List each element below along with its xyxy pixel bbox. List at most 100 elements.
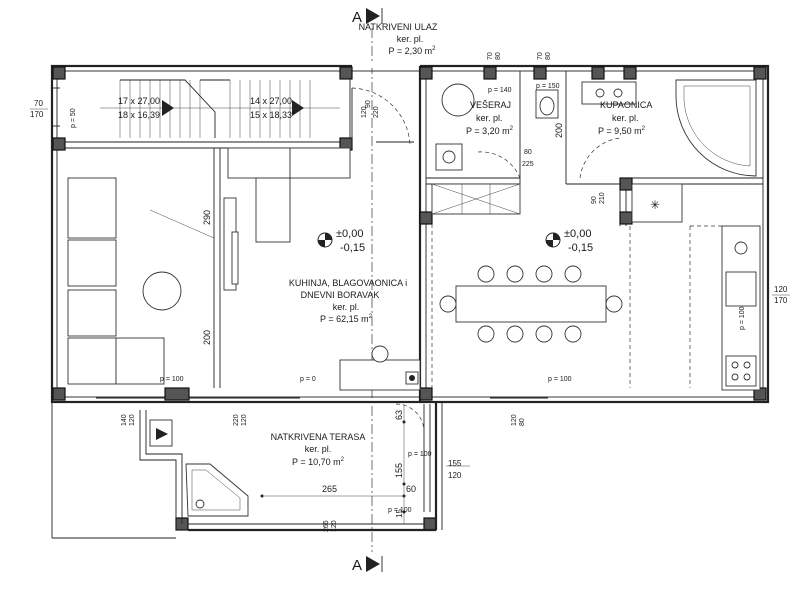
room-living-area-sup: 2 <box>369 314 373 320</box>
top-win1-top: 70 <box>487 52 494 60</box>
bottom-win1-top: 140 <box>121 414 128 426</box>
structural-columns <box>52 66 767 531</box>
terrace-dim-155: 155 <box>394 463 404 478</box>
room-entrance-name: NATKRIVENI ULAZ <box>359 22 438 32</box>
stair-flight1-line1: 17 x 27,00 <box>118 96 160 106</box>
room-laundry-floor: ker. pl. <box>476 113 503 123</box>
top-window-dims: 70 80 70 80 <box>487 52 552 60</box>
svg-text:P = 62,15 m2: P = 62,15 m2 <box>320 314 373 324</box>
dim-290: 290 <box>202 210 212 225</box>
coffee-table <box>142 271 182 311</box>
room-living-area: P = 62,15 m <box>320 314 369 324</box>
room-living-name1: KUHINJA, BLAGOVAONICA i <box>289 278 407 288</box>
terrace <box>51 402 470 539</box>
parapet-p140: p = 140 <box>488 87 512 94</box>
entrance-dim-220: 220 <box>373 106 380 118</box>
entrance-dim-90: 90 <box>365 100 372 108</box>
room-laundry-area-sup: 2 <box>510 126 514 132</box>
room-terrace-area-sup: 2 <box>341 457 345 463</box>
room-entrance-floor: ker. pl. <box>397 34 424 44</box>
fridge-unit <box>631 183 683 223</box>
bottom-win3-top: 120 <box>511 414 518 426</box>
room-living-floor: ker. pl. <box>333 302 360 312</box>
guide-lines <box>431 224 722 388</box>
parapet-p150: p = 150 <box>536 83 560 90</box>
bath-dim-90: 90 <box>591 196 598 204</box>
right-window-dim-bottom: 170 <box>774 296 788 305</box>
room-living: KUHINJA, BLAGOVAONICA i DNEVNI BORAVAK k… <box>289 278 407 324</box>
top-win1-bottom: 80 <box>495 52 502 60</box>
outer-walls <box>50 64 770 404</box>
room-bath-name: KUPAONICA <box>600 100 652 110</box>
terrace-right-dim-top: 155 <box>448 459 462 468</box>
room-laundry-name: VEŠERAJ <box>470 100 511 110</box>
stair-flight2-line2: 15 x 18,33 <box>250 110 292 120</box>
section-arrow-top <box>366 8 380 24</box>
svg-text:P = 3,20 m2: P = 3,20 m2 <box>466 126 514 136</box>
kitchen: ✳ 120 170 p = 100 <box>631 183 790 391</box>
level-dining-bottom: -0,15 <box>568 242 593 254</box>
room-bath-area-sup: 2 <box>642 126 646 132</box>
washing-machine <box>435 143 463 171</box>
cooktop <box>725 355 757 387</box>
terrace-dim-60: 60 <box>406 484 416 494</box>
section-arrow-bottom <box>366 556 380 572</box>
sofa <box>67 177 165 385</box>
room-entrance: NATKRIVENI ULAZ ker. pl. P = 2,30 m2 <box>359 22 438 56</box>
bottom-win2-bottom: 120 <box>241 414 248 426</box>
bottom-win1-bottom: 120 <box>129 414 136 426</box>
parapet-p100-dining: p = 100 <box>548 376 572 383</box>
bottom-win2-top: 220 <box>233 414 240 426</box>
boiler <box>441 83 475 117</box>
parapet-p100-living: p = 100 <box>160 376 184 383</box>
kitchen-sink <box>725 271 757 307</box>
laundry-dim-225: 225 <box>522 161 534 168</box>
room-living-name2: DNEVNI BORAVAK <box>301 290 380 300</box>
stair-flight1-line2: 18 x 16,39 <box>118 110 160 120</box>
left-window-dim-bottom: 170 <box>30 110 44 119</box>
bottom-windows: 140 120 220 120 120 80 <box>96 397 548 426</box>
level-marker-living: ±0,00 -0,15 <box>317 228 365 254</box>
stair-flight2-line1: 14 x 27,00 <box>250 96 292 106</box>
parapet-p100-terrace2: p = 100 <box>388 507 412 514</box>
entrance-door: 90 220 120 <box>351 87 414 148</box>
dining-table <box>439 265 623 343</box>
bath-dim-210: 210 <box>599 192 606 204</box>
desk <box>339 345 421 391</box>
terrace-right-dim-bottom: 120 <box>448 471 462 480</box>
section-marker-bottom: A <box>352 556 383 574</box>
tv-sightline <box>149 209 215 239</box>
room-bath-floor: ker. pl. <box>612 113 639 123</box>
section-label-bottom: A <box>352 557 362 574</box>
level-living-top: ±0,00 <box>336 228 363 240</box>
terrace-bottom-dim-top: 265 <box>323 520 330 532</box>
section-marker-top: A <box>352 8 383 26</box>
parapet-p0: p = 0 <box>300 376 316 383</box>
staircase: 17 x 27,00 18 x 16,39 14 x 27,00 15 x 18… <box>100 79 340 388</box>
laundry-dim-200: 200 <box>554 123 564 138</box>
parapet-p100-terrace1: p = 100 <box>408 451 432 458</box>
laundry-room: VEŠERAJ ker. pl. P = 3,20 m2 80 225 200 … <box>431 83 564 215</box>
terrace-bottom-dim-bottom: 120 <box>331 520 338 532</box>
level-dining-top: ±0,00 <box>564 228 591 240</box>
room-terrace: NATKRIVENA TERASA ker. pl. P = 10,70 m2 <box>271 432 366 467</box>
terrace-dim-265: 265 <box>322 484 337 494</box>
room-laundry-area: P = 3,20 m <box>466 126 510 136</box>
dim-200-kitchen: 200 <box>202 330 212 345</box>
kitchen-island <box>223 147 351 291</box>
left-window-dim-top: 70 <box>34 99 43 108</box>
room-terrace-area: P = 10,70 m <box>292 457 341 467</box>
level-marker-dining: ±0,00 -0,15 <box>545 228 593 254</box>
entrance-dim-120: 120 <box>361 106 368 118</box>
room-entrance-area-sup: 2 <box>432 46 436 52</box>
double-sink <box>581 81 637 105</box>
bbq-unit <box>185 463 249 517</box>
parapet-p100-kitchen: p = 100 <box>739 306 746 330</box>
room-bath-area: P = 9,50 m <box>598 126 642 136</box>
room-terrace-floor: ker. pl. <box>305 444 332 454</box>
parapet-p50: p = 50 <box>70 108 77 128</box>
room-entrance-area: P = 2,30 m <box>389 46 433 56</box>
svg-text:P = 2,30 m2: P = 2,30 m2 <box>389 46 437 56</box>
svg-text:P = 10,70 m2: P = 10,70 m2 <box>292 457 345 467</box>
